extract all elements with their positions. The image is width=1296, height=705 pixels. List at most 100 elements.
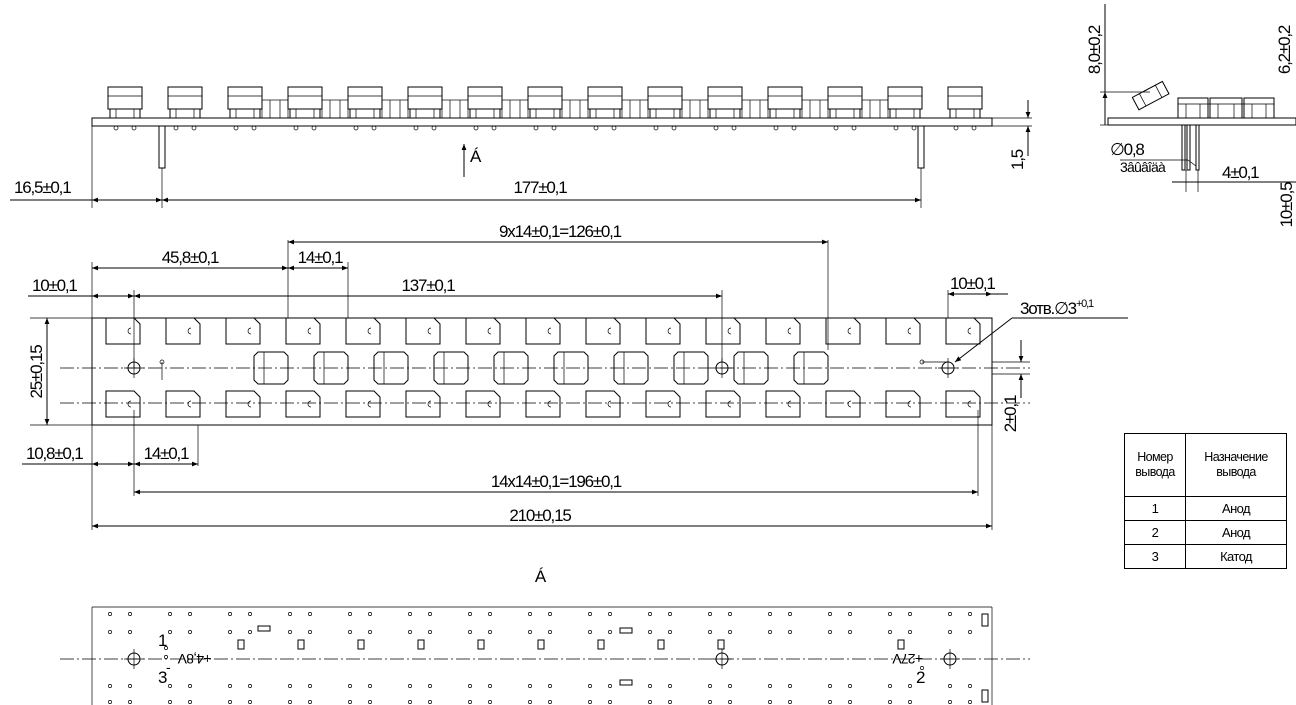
dim-pitch-upper: 9x14±0,1=126±0,1 <box>499 222 622 241</box>
bottom-dot <box>168 700 172 704</box>
dim-45-8: 45,8±0,1 <box>162 248 219 267</box>
bottom-dot <box>548 612 552 616</box>
dim-width: 25±0,15 <box>27 345 46 399</box>
pin-table-header-function: Назначение вывода <box>1185 433 1287 497</box>
bottom-dot <box>408 700 412 704</box>
side-board <box>91 117 993 127</box>
bottom-dot <box>608 630 612 634</box>
bottom-dot <box>548 630 552 634</box>
end-pin-spacing: 4±0,1 <box>1222 163 1259 182</box>
pad-top-row <box>645 317 681 345</box>
bottom-dot <box>288 700 292 704</box>
bottom-pad <box>597 639 605 650</box>
bottom-dot <box>708 684 712 688</box>
pad-bottom-row <box>645 390 681 418</box>
bottom-dot <box>908 684 912 688</box>
end-pin-diameter: ∅0,8 <box>1110 140 1144 159</box>
bottom-dot <box>368 630 372 634</box>
bottom-dot <box>188 684 192 688</box>
bottom-pad <box>619 679 633 686</box>
bottom-dot <box>708 630 712 634</box>
bottom-dot <box>648 700 652 704</box>
bottom-view-title: Á <box>535 567 547 586</box>
pin-table: Номер вывода Назначение вывода 1 Анод 2 … <box>1124 433 1287 569</box>
bottom-dot <box>408 630 412 634</box>
pad-bottom-row <box>525 390 561 418</box>
end-height: 8,0±0,2 <box>1085 25 1104 74</box>
bottom-dot <box>308 612 312 616</box>
bottom-dot <box>408 612 412 616</box>
bottom-dot <box>768 612 772 616</box>
pad-top-row <box>885 317 921 345</box>
bottom-dot <box>768 630 772 634</box>
side-component <box>887 86 923 131</box>
side-view: 1,5 16,5±0,1 177±0,1 Á <box>10 86 1032 208</box>
bottom-dot <box>228 684 232 688</box>
bottom-dot <box>588 700 592 704</box>
side-component <box>767 86 829 131</box>
bottom-dot <box>228 612 232 616</box>
pin-number: 2 <box>1124 520 1186 545</box>
bottom-dot <box>128 630 132 634</box>
bottom-dot <box>428 700 432 704</box>
bottom-pad <box>657 639 665 650</box>
bottom-dot <box>848 700 852 704</box>
pin-table-row: 1 Анод <box>1124 496 1287 521</box>
bottom-dot <box>288 612 292 616</box>
pad-bottom-row <box>165 390 201 418</box>
bottom-dot <box>788 684 792 688</box>
bottom-dot <box>188 612 192 616</box>
bottom-pin-1: 1 <box>158 631 167 650</box>
bottom-pin-3: 3 <box>158 668 167 687</box>
bottom-dot <box>408 684 412 688</box>
bottom-dot <box>348 684 352 688</box>
bottom-pad <box>357 639 365 650</box>
bottom-dot <box>368 612 372 616</box>
bottom-dot <box>788 612 792 616</box>
bottom-pad <box>477 639 485 650</box>
bottom-dot <box>308 700 312 704</box>
bottom-dot <box>528 612 532 616</box>
bottom-dot <box>108 612 112 616</box>
bottom-dot <box>468 700 472 704</box>
bottom-view: 1 3 - 2 +4,8V +27V <box>60 606 1030 705</box>
bottom-dot <box>108 700 112 704</box>
bottom-dot <box>968 630 972 634</box>
bottom-dot <box>828 700 832 704</box>
bottom-dot <box>348 630 352 634</box>
bottom-dot <box>588 612 592 616</box>
bottom-dots <box>108 612 972 704</box>
pin-table-row: 3 Катод <box>1124 544 1287 569</box>
dim-10-left: 10±0,1 <box>32 276 77 295</box>
bottom-dot <box>968 612 972 616</box>
pad-top-row <box>405 317 441 345</box>
bottom-dot <box>168 684 172 688</box>
bottom-dot <box>348 612 352 616</box>
bottom-dot <box>128 684 132 688</box>
pad-top-row <box>825 317 861 345</box>
pin-function: Катод <box>1185 544 1287 569</box>
bottom-dot <box>968 684 972 688</box>
bottom-dot <box>828 612 832 616</box>
pad-middle-row <box>673 351 709 385</box>
bottom-minus: - <box>166 659 171 675</box>
pad-top-row <box>585 317 621 345</box>
bottom-dot <box>708 700 712 704</box>
bottom-dot <box>888 612 892 616</box>
top-view: 9x14±0,1=126±0,1 45,8±0,1 14±0,1 10±0,1 … <box>22 222 1128 530</box>
side-component <box>287 86 349 131</box>
pad-top-row <box>345 317 381 345</box>
bottom-pad <box>717 639 725 650</box>
pad-bottom-row <box>705 390 741 418</box>
pin-number: 3 <box>1124 544 1186 569</box>
bottom-dot <box>908 630 912 634</box>
bottom-pad <box>897 639 905 650</box>
bottom-hole-2 <box>712 649 732 669</box>
bottom-pad <box>619 627 633 634</box>
bottom-dot <box>968 700 972 704</box>
pad-bottom-row <box>885 390 921 418</box>
dim-pitch-lower: 14x14±0,1=196±0,1 <box>491 472 622 491</box>
bottom-dot <box>248 612 252 616</box>
bottom-pad <box>417 639 425 650</box>
pad-bottom-row <box>225 390 261 418</box>
